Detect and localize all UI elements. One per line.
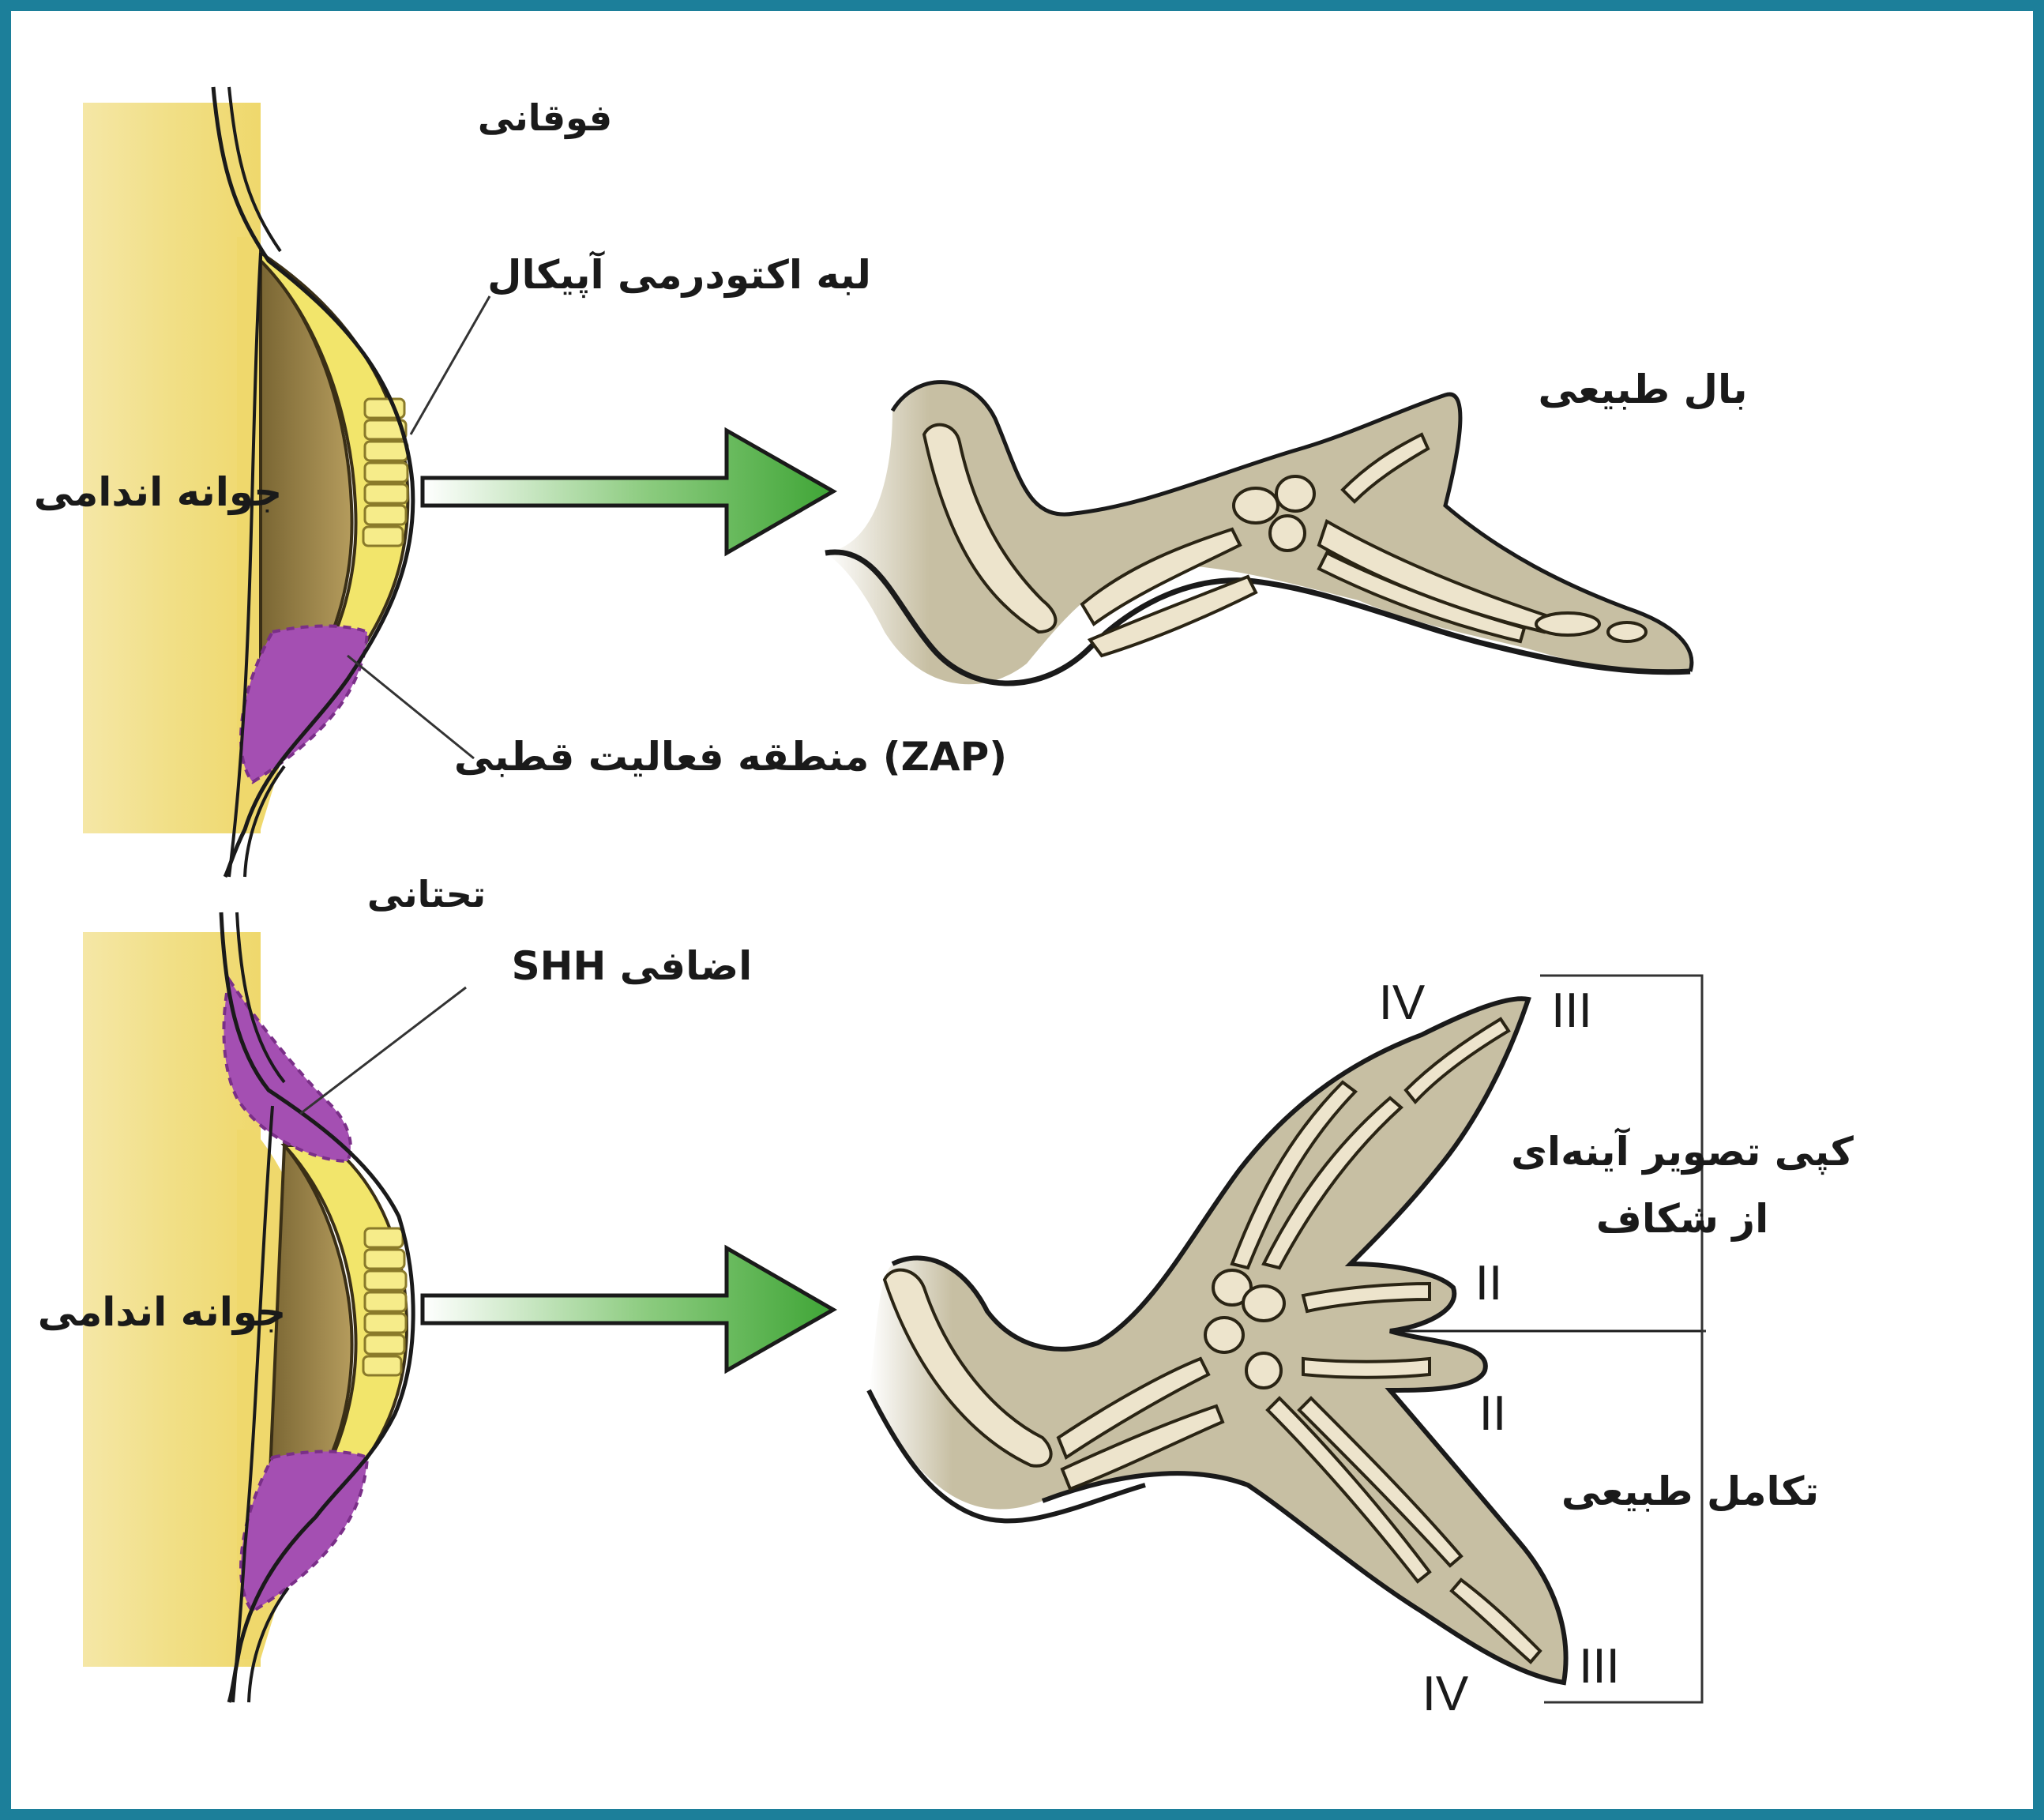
dorsal-label: فوقانی (478, 96, 612, 139)
digit-ii-upper: II (1475, 1256, 1502, 1310)
grouping-brackets (1540, 976, 1706, 1702)
normal-wing (825, 382, 1692, 685)
digit-iv-top: IV (1379, 976, 1426, 1030)
ventral-label: تحتانی (367, 873, 486, 916)
mirror-copy-label-line2: از شکاف (1596, 1196, 1768, 1242)
arrow-bottom (423, 1248, 833, 1371)
digit-iii-top: III (1551, 983, 1592, 1038)
arrow-top (423, 431, 833, 553)
aer-cells-bottom (363, 1228, 406, 1375)
digit-iv-bottom: IV (1422, 1667, 1469, 1721)
mirror-copy-label-line1: کپی تصویر آینه‌ای (1511, 1127, 1854, 1175)
aer-label: لبه اکتودرمی آپیکال (487, 250, 871, 299)
digit-ii-lower: II (1479, 1386, 1506, 1441)
normal-wing-label: بال طبیعی (1538, 367, 1747, 412)
limb-bud-bottom-label: جوانه اندامی (38, 1289, 287, 1336)
mirror-duplicated-wing (869, 998, 1706, 1683)
yolk-region-top (83, 103, 261, 833)
limb-bud-top-label: جوانه اندامی (34, 469, 283, 516)
extra-shh-label: SHH اضافی (512, 943, 753, 989)
digit-iii-bottom: III (1579, 1639, 1620, 1694)
zpa-label: منطقه فعالیت قطبی (ZAP) (454, 734, 1007, 780)
normal-development-label: تکامل طبیعی (1561, 1468, 1819, 1514)
